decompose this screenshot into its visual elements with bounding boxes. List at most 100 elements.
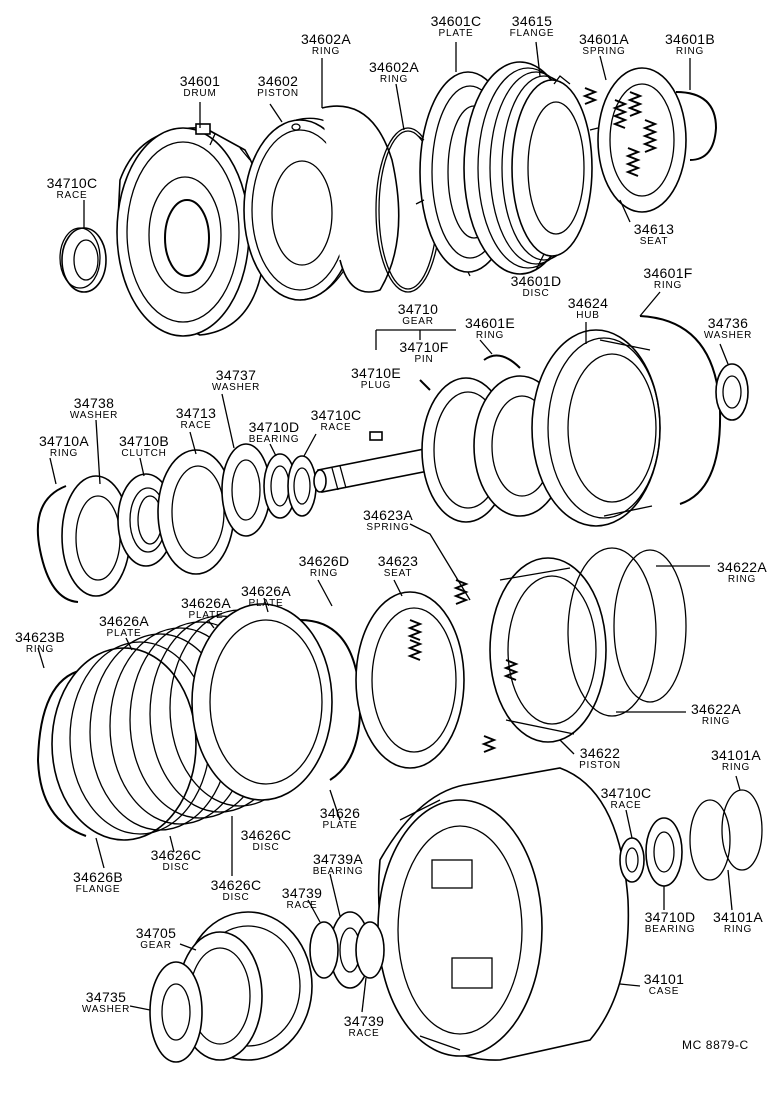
callout-34622a-top: 34622A RING	[717, 560, 767, 585]
ring-34101a-top-drawing	[721, 789, 763, 871]
part-number: 34601A	[578, 31, 630, 47]
callout-34601b: 34601B RING	[665, 32, 715, 57]
part-name: DRUM	[183, 88, 217, 99]
part-name: PLATE	[106, 628, 142, 639]
part-number: 34601C	[430, 13, 482, 29]
part-number: 34710C	[46, 175, 98, 191]
part-number: 34623B	[14, 629, 66, 645]
part-number: 34710C	[310, 407, 362, 423]
part-number: 34601E	[464, 315, 516, 331]
part-number: 34739	[281, 885, 323, 901]
callout-34626d: 34626D RING	[299, 554, 350, 579]
part-number: 34623A	[362, 507, 414, 523]
part-number: 34710B	[118, 433, 170, 449]
part-number: 34626C	[240, 827, 292, 843]
part-number: 34710E	[350, 365, 402, 381]
part-name: DISC	[222, 892, 250, 903]
leader-lines	[37, 41, 741, 1013]
part-number: 34710D	[248, 419, 300, 435]
callout-34101: 34101 CASE	[644, 972, 684, 997]
ring-34622a-top-drawing	[567, 547, 657, 717]
callout-34710b: 34710B CLUTCH	[119, 434, 169, 459]
part-number: 34601	[179, 73, 221, 89]
callout-34626: 34626 PLATE	[320, 806, 360, 831]
callout-34101a-bot: 34101A RING	[713, 910, 763, 935]
callout-34710f: 34710F PIN	[399, 340, 448, 365]
callout-34602a-top: 34602A RING	[301, 32, 351, 57]
part-name: RACE	[180, 420, 212, 431]
callout-34601e: 34601E RING	[465, 316, 515, 341]
seat-34623-drawing	[355, 591, 465, 769]
callout-34705: 34705 GEAR	[136, 926, 176, 951]
callout-34739a: 34739A BEARING	[313, 852, 364, 877]
callout-34710c-mid: 34710C RACE	[311, 408, 362, 433]
part-number: 34713	[175, 405, 217, 421]
part-name: RACE	[286, 900, 318, 911]
part-name: RING	[309, 568, 339, 579]
callout-34736: 34736 WASHER	[704, 316, 752, 341]
plug-34710e-drawing	[369, 431, 383, 441]
part-name: FLANGE	[75, 884, 121, 895]
part-name: RING	[727, 574, 757, 585]
part-name: RING	[675, 46, 705, 57]
callout-34624: 34624 HUB	[568, 296, 608, 321]
callout-34622a-bot: 34622A RING	[691, 702, 741, 727]
part-name: SPRING	[366, 522, 410, 533]
part-name: PISTON	[257, 88, 299, 99]
callout-34710c-top: 34710C RACE	[47, 176, 98, 201]
ring-34622a-bot-drawing	[613, 549, 687, 703]
part-name: WASHER	[211, 382, 261, 393]
part-number: 34735	[85, 989, 127, 1005]
part-number: 34710	[397, 301, 439, 317]
part-name: BEARING	[644, 924, 696, 935]
callout-34601f: 34601F RING	[643, 266, 692, 291]
race-34710c-bot-drawing	[619, 837, 645, 883]
part-number: 34622	[579, 745, 621, 761]
part-name: GEAR	[402, 316, 434, 327]
part-name: PLATE	[322, 820, 358, 831]
part-number: 34601B	[664, 31, 716, 47]
part-name: WASHER	[703, 330, 753, 341]
callout-34713: 34713 RACE	[176, 406, 216, 431]
part-name: RACE	[348, 1028, 380, 1039]
callout-34710e: 34710E PLUG	[351, 366, 401, 391]
part-name: RING	[723, 924, 753, 935]
part-name: GEAR	[140, 940, 172, 951]
callout-34622: 34622 PISTON	[579, 746, 621, 771]
part-name: RACE	[610, 800, 642, 811]
part-name: HUB	[576, 310, 600, 321]
callout-34739-dn: 34739 RACE	[344, 1014, 384, 1039]
part-number: 34710C	[600, 785, 652, 801]
part-name: RING	[25, 644, 55, 655]
part-number: 34739	[343, 1013, 385, 1029]
callout-34602a-mid: 34602A RING	[369, 60, 419, 85]
race-34713-drawing	[157, 449, 235, 575]
part-name: PLATE	[248, 598, 284, 609]
ring-34601e-drawing	[483, 354, 521, 369]
callout-34710: 34710 GEAR	[398, 302, 438, 327]
callout-34710d-bot: 34710D BEARING	[645, 910, 696, 935]
callout-34623: 34623 SEAT	[378, 554, 418, 579]
callout-34710d-mid: 34710D BEARING	[249, 420, 300, 445]
part-name: PISTON	[579, 760, 621, 771]
callout-34601: 34601 DRUM	[180, 74, 220, 99]
part-number: 34710D	[644, 909, 696, 925]
part-name: PLUG	[360, 380, 392, 391]
callout-34623a: 34623A SPRING	[363, 508, 413, 533]
part-name: RING	[701, 716, 731, 727]
callout-34710a: 34710A RING	[39, 434, 89, 459]
part-name: RING	[721, 762, 751, 773]
part-number: 34738	[73, 395, 115, 411]
part-number: 34626B	[72, 869, 124, 885]
ring-34101a-bot-drawing	[689, 799, 731, 881]
callout-34601a: 34601A SPRING	[579, 32, 629, 57]
bearing-34710d-bot-drawing	[645, 817, 683, 887]
washer-34737-drawing	[221, 443, 271, 537]
part-name: SEAT	[639, 236, 669, 247]
part-name: FLANGE	[509, 28, 555, 39]
callout-34615: 34615 FLANGE	[510, 14, 555, 39]
part-name: PLATE	[438, 28, 474, 39]
part-number: 34705	[135, 925, 177, 941]
